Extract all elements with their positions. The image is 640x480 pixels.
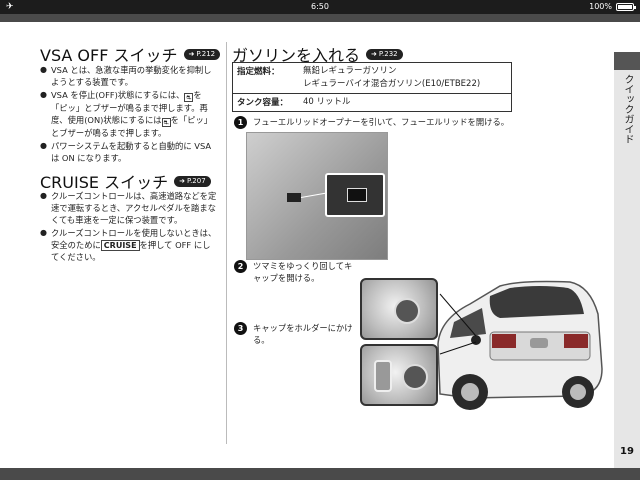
- vsa-ref-label: P.212: [196, 50, 216, 58]
- bullet-text: VSA とは、急激な車両の挙動変化を抑制しようとする装置です。: [51, 65, 212, 87]
- vsa-title: VSA OFF スイッチ: [40, 46, 178, 65]
- battery-fill: [618, 5, 632, 9]
- cruise-ref-label: P.207: [186, 177, 206, 185]
- fuel-cap-open-photo: [360, 278, 438, 340]
- vsa-button-icon: ⛐: [161, 118, 171, 127]
- airplane-icon: ✈: [6, 2, 14, 12]
- vsa-button-icon: ⛐: [184, 93, 194, 102]
- step-1: 1 フューエルリッドオープナーを引いて、フューエルリッドを開ける。: [234, 116, 534, 129]
- arrow-right-icon: ➜: [371, 50, 377, 58]
- arrow-right-icon: ➜: [179, 177, 185, 185]
- column-divider: [226, 42, 227, 444]
- step-3: 3 キャップをホルダーにかける。: [234, 322, 354, 346]
- battery-icon: [616, 3, 636, 11]
- opener-lever: [287, 193, 301, 202]
- list-item: VSA とは、急激な車両の挙動変化を抑制しようとする装置です。: [40, 64, 218, 88]
- status-bar: ✈ 6:50 100%: [0, 0, 640, 14]
- arrow-right-icon: ➜: [188, 50, 195, 58]
- step-number: 3: [234, 322, 247, 335]
- vsa-heading: VSA OFF スイッチ ➜P.212: [40, 42, 221, 66]
- bullet-text: クルーズコントロールは、高速道路などを定速で運転するとき、アクセルペダルを踏まな…: [51, 191, 217, 225]
- step-number: 1: [234, 116, 247, 129]
- bullet-text: を押して OFF にしてください。: [51, 240, 211, 262]
- bullet-text: VSA を停止(OFF)状態にするには、: [51, 90, 185, 100]
- step-2: 2 ツマミをゆっくり回してキャップを開ける。: [234, 260, 354, 284]
- bullet-text: クルーズコントロールを使用しないときは、安全のために: [51, 228, 217, 250]
- fuel-type-value: 無鉛レギュラーガソリン: [303, 66, 397, 76]
- opener-closeup: [325, 173, 385, 217]
- cap-holder: [374, 360, 392, 392]
- fuel-type-values: 無鉛レギュラーガソリン レギュラーバイオ混合ガソリン(E10/ETBE22): [299, 63, 511, 93]
- table-row: タンク容量： 40 リットル: [233, 93, 511, 111]
- fuel-heading: ガソリンを入れる ➜P.232: [232, 42, 403, 66]
- side-tab-header: [614, 52, 640, 70]
- vsa-ref-link[interactable]: ➜P.212: [183, 48, 221, 60]
- step-text: キャップをホルダーにかける。: [253, 323, 353, 345]
- car-rear-illustration: [437, 280, 603, 410]
- fuel-type-key: 指定燃料：: [237, 67, 280, 77]
- manual-page[interactable]: VSA OFF スイッチ ➜P.212 VSA とは、急激な車両の挙動変化を抑制…: [0, 22, 640, 468]
- fuel-cap: [394, 298, 420, 324]
- battery-percent: 100%: [589, 2, 612, 11]
- fuel-type-value: レギュラーバイオ混合ガソリン(E10/ETBE22): [303, 79, 481, 89]
- cruise-key: CRUISE: [100, 240, 140, 251]
- cruise-heading: CRUISE スイッチ ➜P.207: [40, 169, 211, 193]
- page-number: 19: [620, 446, 634, 457]
- list-item: クルーズコントロールは、高速道路などを定速で運転するとき、アクセルペダルを踏まな…: [40, 190, 218, 226]
- battery-status: 100%: [589, 0, 636, 14]
- fuel-cap: [402, 364, 428, 390]
- fuel-ref-link[interactable]: ➜P.232: [366, 48, 403, 60]
- fuel-cap-holder-photo: [360, 344, 438, 406]
- cruise-title: CRUISE スイッチ: [40, 173, 169, 192]
- bullet-text: を「ピッ」とブザーが鳴るまで押します。: [51, 115, 213, 138]
- cruise-bullets: クルーズコントロールは、高速道路などを定速で運転するとき、アクセルペダルを踏まな…: [40, 190, 218, 264]
- bullet-text: を「ピッ」とブザーが鳴るまで押します。再度、使用(ON)状態にするには: [51, 90, 208, 125]
- callout-line: [300, 192, 327, 198]
- step-number: 2: [234, 260, 247, 273]
- fuel-title: ガソリンを入れる: [232, 46, 361, 65]
- fuel-spec-table: 指定燃料： 無鉛レギュラーガソリン レギュラーバイオ混合ガソリン(E10/ETB…: [232, 62, 512, 112]
- bullet-text: パワーシステムを起動すると自動的に VSA は ON になります。: [51, 141, 212, 163]
- step-text: フューエルリッドオープナーを引いて、フューエルリッドを開ける。: [253, 117, 510, 127]
- step-text: ツマミをゆっくり回してキャップを開ける。: [253, 261, 353, 283]
- vsa-bullets: VSA とは、急激な車両の挙動変化を抑制しようとする装置です。 VSA を停止(…: [40, 64, 218, 165]
- tank-capacity-value: 40 リットル: [303, 97, 351, 107]
- list-item: パワーシステムを起動すると自動的に VSA は ON になります。: [40, 140, 218, 164]
- fuel-ref-label: P.232: [378, 50, 398, 58]
- list-item: VSA を停止(OFF)状態にするには、⛐を「ピッ」とブザーが鳴るまで押します。…: [40, 89, 218, 139]
- tank-capacity-key: タンク容量：: [237, 98, 289, 108]
- top-toolbar-strip: [0, 14, 640, 22]
- status-time: 6:50: [311, 2, 329, 11]
- side-tab-label: クイックガイド: [622, 74, 633, 144]
- fuel-lid-opener-photo: [246, 132, 388, 260]
- cruise-ref-link[interactable]: ➜P.207: [174, 175, 211, 187]
- bottom-toolbar-strip: [0, 468, 640, 480]
- quick-guide-side-tab[interactable]: クイックガイド: [614, 52, 640, 468]
- opener-handle: [347, 188, 367, 202]
- table-row: 指定燃料： 無鉛レギュラーガソリン レギュラーバイオ混合ガソリン(E10/ETB…: [233, 63, 511, 93]
